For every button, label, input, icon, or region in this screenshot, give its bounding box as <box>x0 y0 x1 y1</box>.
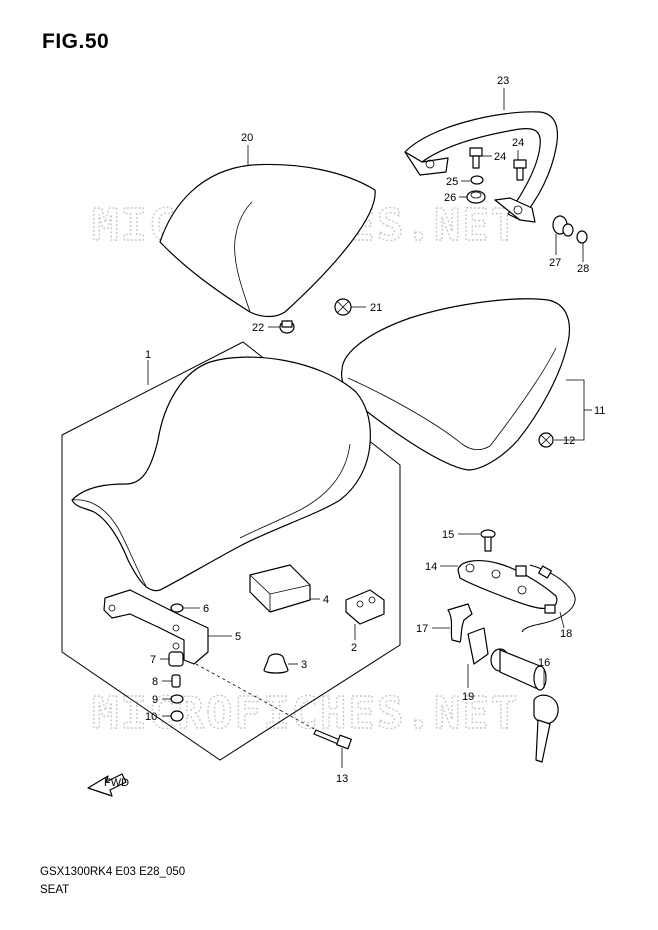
lock-set-16 <box>490 648 559 763</box>
callout-5: 5 <box>235 631 241 643</box>
bracket-17 <box>447 603 473 643</box>
pillion-seat-cover <box>159 163 376 318</box>
callout-24a: 24 <box>494 151 506 163</box>
callout-23: 23 <box>497 75 509 87</box>
bolt-24a <box>469 147 483 169</box>
callout-3: 3 <box>301 659 307 671</box>
callout-2: 2 <box>351 642 357 654</box>
callout-7: 7 <box>150 654 156 666</box>
nut-22 <box>279 320 295 334</box>
plate-19 <box>467 627 489 665</box>
callout-9: 9 <box>152 694 158 706</box>
collar-25 <box>470 175 484 185</box>
fwd-label: FWD <box>104 777 129 789</box>
callout-4: 4 <box>323 594 329 606</box>
callout-25: 25 <box>446 176 458 188</box>
bracket-5 <box>103 589 209 665</box>
rider-seat <box>71 356 371 592</box>
callout-11: 11 <box>594 405 605 417</box>
rubber-block-4 <box>249 564 311 613</box>
callout-27: 27 <box>549 257 561 269</box>
washer-9 <box>170 694 184 704</box>
callout-21: 21 <box>370 302 382 314</box>
callout-10: 10 <box>145 711 157 723</box>
cushion-3 <box>263 653 289 674</box>
section-name: SEAT <box>40 884 70 896</box>
cable-18 <box>521 564 576 633</box>
bolt-15 <box>480 529 496 552</box>
washer-6 <box>170 603 184 613</box>
fwd-arrow-icon: FWD <box>87 773 129 797</box>
callout-22: 22 <box>252 322 264 334</box>
callout-8: 8 <box>152 676 158 688</box>
cushion-26 <box>466 190 486 204</box>
callout-6: 6 <box>203 603 209 615</box>
assembly-frame <box>61 341 401 761</box>
callout-15: 15 <box>442 529 454 541</box>
collar-8 <box>171 674 181 688</box>
figure-title: FIG.50 <box>42 30 110 53</box>
model-code: GSX1300RK4 E03 E28_050 <box>40 866 186 878</box>
cushion-2 <box>345 589 385 625</box>
nut-10 <box>170 710 184 722</box>
clip-21 <box>334 298 352 316</box>
callout-19: 19 <box>462 691 474 703</box>
callout-17: 17 <box>416 623 428 635</box>
callout-26: 26 <box>444 192 456 204</box>
washer-27 <box>552 215 574 237</box>
seat-tail-cover <box>340 298 570 471</box>
callout-12: 12 <box>563 435 575 447</box>
cushion-7 <box>168 651 184 667</box>
callout-18: 18 <box>560 628 572 640</box>
callout-28: 28 <box>577 263 589 275</box>
nut-28 <box>576 230 588 244</box>
callout-24b: 24 <box>512 137 524 149</box>
grab-rail <box>404 111 559 223</box>
bolt-13 <box>195 663 352 750</box>
callout-14: 14 <box>425 561 437 573</box>
lock-plate-14 <box>457 560 558 609</box>
callout-13: 13 <box>336 773 348 785</box>
callout-1: 1 <box>145 349 151 361</box>
watermark-bottom: MICROFICHES.NET <box>92 688 519 739</box>
callout-20: 20 <box>241 132 253 144</box>
callout-16: 16 <box>538 657 550 669</box>
bolt-24b <box>513 159 527 181</box>
grommet-12 <box>538 432 554 448</box>
